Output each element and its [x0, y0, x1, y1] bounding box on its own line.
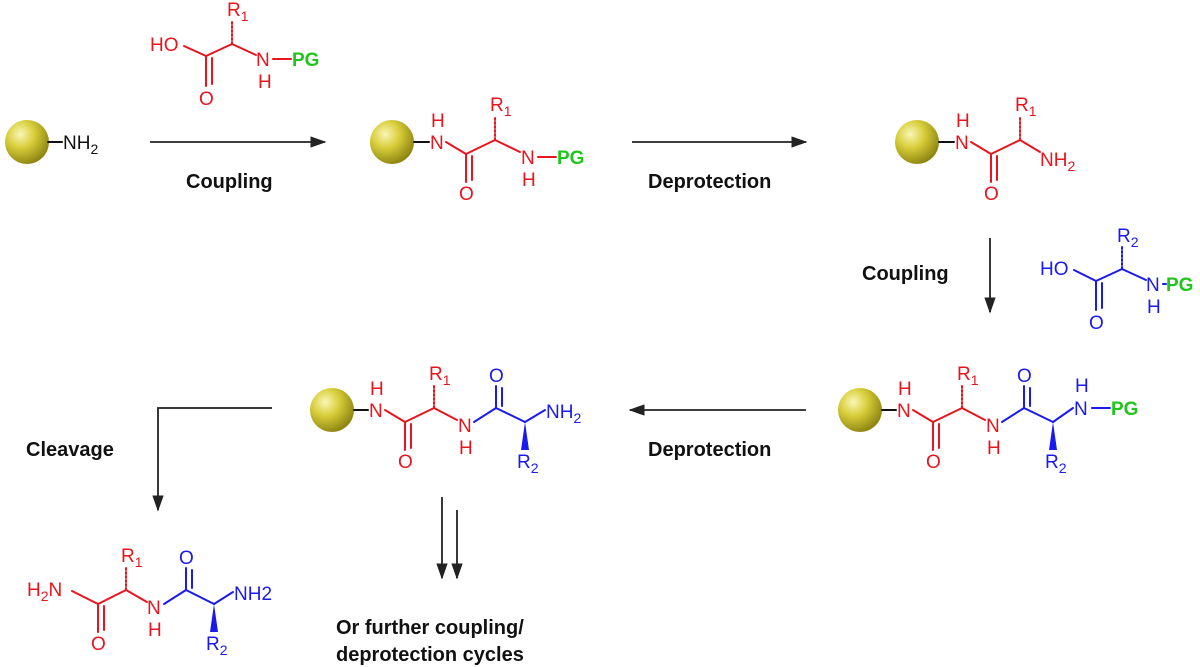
svg-text:O: O: [1017, 366, 1032, 387]
svg-text:NH2: NH2: [63, 133, 98, 157]
svg-text:R1: R1: [1015, 95, 1037, 119]
svg-text:H: H: [459, 438, 473, 459]
svg-text:N: N: [1146, 275, 1160, 296]
coupling-label-1: Coupling: [186, 171, 273, 193]
svg-text:O: O: [91, 634, 106, 655]
svg-text:N: N: [521, 148, 535, 169]
resin-dipeptide-amine: N H O R1 N H O R2 NH2: [310, 364, 581, 476]
svg-text:R1: R1: [121, 546, 143, 570]
resin-dipeptide-pg: N H O R1 N H O R2 N H PG: [838, 364, 1138, 476]
svg-text:H: H: [1075, 376, 1089, 397]
resin-amine: NH2: [5, 120, 98, 164]
svg-text:NH2: NH2: [1040, 150, 1075, 174]
deprotection-label-2: Deprotection: [648, 439, 771, 461]
svg-text:O: O: [199, 89, 214, 110]
svg-text:H: H: [370, 379, 384, 400]
svg-text:O: O: [489, 366, 504, 387]
svg-text:N: N: [955, 133, 969, 154]
cleavage-label: Cleavage: [26, 439, 114, 461]
svg-text:HO: HO: [1040, 259, 1069, 280]
svg-text:NH2: NH2: [234, 584, 272, 605]
resin-aa1-amine: N H O R1 NH2: [895, 95, 1075, 205]
resin-bead-icon: [370, 120, 414, 164]
svg-text:N: N: [430, 133, 444, 154]
amino-acid-2-reagent: HO O R2 N H PG: [1040, 226, 1193, 334]
resin-aa1-pg: N H O R1 N H PG: [370, 95, 584, 205]
reaction-arrow-icon: [152, 407, 272, 512]
svg-text:R1: R1: [490, 95, 512, 119]
svg-text:R1: R1: [429, 364, 451, 388]
svg-text:N: N: [458, 416, 472, 437]
svg-text:R2: R2: [1117, 226, 1139, 250]
svg-text:R1: R1: [227, 0, 249, 24]
svg-text:N: N: [147, 598, 161, 619]
svg-text:N: N: [256, 50, 270, 71]
resin-bead-icon: [838, 388, 882, 432]
svg-text:HO: HO: [150, 35, 179, 56]
svg-text:O: O: [1089, 313, 1104, 334]
svg-text:H: H: [987, 438, 1001, 459]
further-cycles-line-2: deprotection cycles: [336, 644, 524, 666]
coupling-label-2: Coupling: [862, 263, 949, 285]
svg-text:H: H: [1147, 297, 1161, 318]
svg-text:O: O: [984, 184, 999, 205]
svg-text:O: O: [398, 452, 413, 473]
svg-text:O: O: [459, 184, 474, 205]
svg-text:H2N: H2N: [27, 580, 62, 604]
svg-text:R2: R2: [206, 634, 228, 658]
svg-text:R1: R1: [957, 364, 979, 388]
svg-text:H: H: [431, 111, 445, 132]
resin-bead-icon: [5, 120, 49, 164]
svg-text:R2: R2: [1045, 452, 1067, 476]
cleaved-dipeptide: H2N O R1 N H O R2 NH2: [27, 546, 272, 658]
svg-text:H: H: [522, 170, 536, 191]
svg-text:N: N: [897, 401, 911, 422]
svg-text:PG: PG: [292, 50, 319, 71]
svg-text:N: N: [986, 416, 1000, 437]
svg-text:H: H: [148, 620, 162, 641]
svg-text:H: H: [956, 111, 970, 132]
resin-bead-icon: [895, 120, 939, 164]
deprotection-label-1: Deprotection: [648, 171, 771, 193]
svg-text:H: H: [258, 72, 272, 93]
svg-text:O: O: [926, 452, 941, 473]
svg-text:PG: PG: [557, 148, 584, 169]
amino-acid-1-reagent: HO O R1 N H PG: [150, 0, 319, 110]
svg-text:R2: R2: [517, 452, 539, 476]
svg-text:H: H: [898, 379, 912, 400]
svg-text:PG: PG: [1111, 399, 1138, 420]
svg-text:O: O: [179, 548, 194, 569]
svg-text:PG: PG: [1166, 275, 1193, 296]
svg-text:N: N: [1074, 399, 1088, 420]
resin-bead-icon: [310, 388, 354, 432]
svg-text:NH2: NH2: [546, 402, 581, 426]
further-cycles-line-1: Or further coupling/: [336, 617, 524, 639]
svg-text:N: N: [369, 401, 383, 422]
